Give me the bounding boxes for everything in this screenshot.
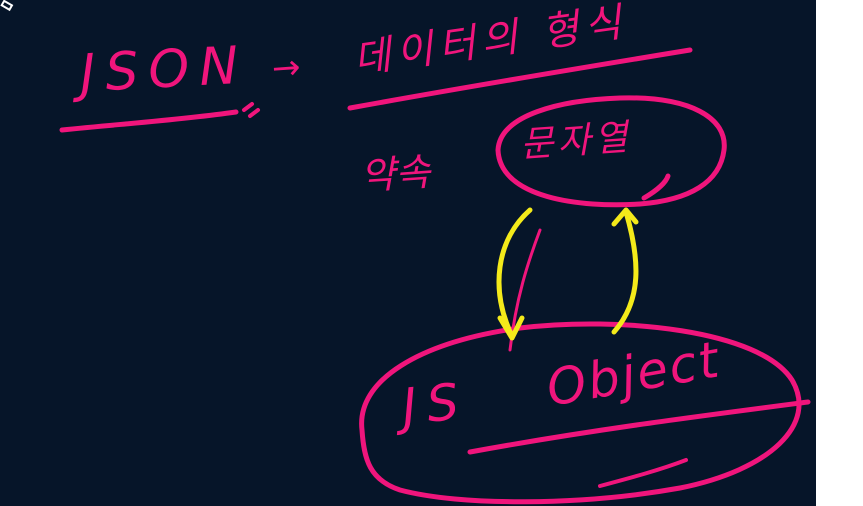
- string-ellipse: [495, 95, 727, 208]
- yellow-arrow-down: [496, 207, 533, 339]
- format-underline: [347, 47, 693, 111]
- note-promise: 약속: [358, 149, 432, 199]
- handwriting-strokes: [59, 47, 811, 505]
- yellow-arrow-up: [611, 209, 639, 335]
- pen-cursor-icon: [0, 0, 14, 12]
- note-json: JSON: [78, 35, 250, 105]
- string-underline-tick: [641, 173, 671, 201]
- yellow-arrow-up-head: [611, 207, 639, 227]
- object-bottom-stroke: [598, 458, 688, 488]
- json-underline: [59, 109, 239, 133]
- yellow-arrow-down-head: [497, 315, 525, 341]
- note-arrow: →: [270, 47, 302, 89]
- note-string: 문자열: [518, 117, 633, 166]
- object-ellipse: [359, 321, 802, 505]
- note-js: JS: [399, 371, 472, 437]
- right-margin: [816, 0, 863, 506]
- whiteboard-canvas[interactable]: JSON → 데이터의 형식 약속 문자열 JS Object: [0, 0, 816, 506]
- equals-ticks: [242, 102, 260, 118]
- object-strike-line: [467, 399, 811, 455]
